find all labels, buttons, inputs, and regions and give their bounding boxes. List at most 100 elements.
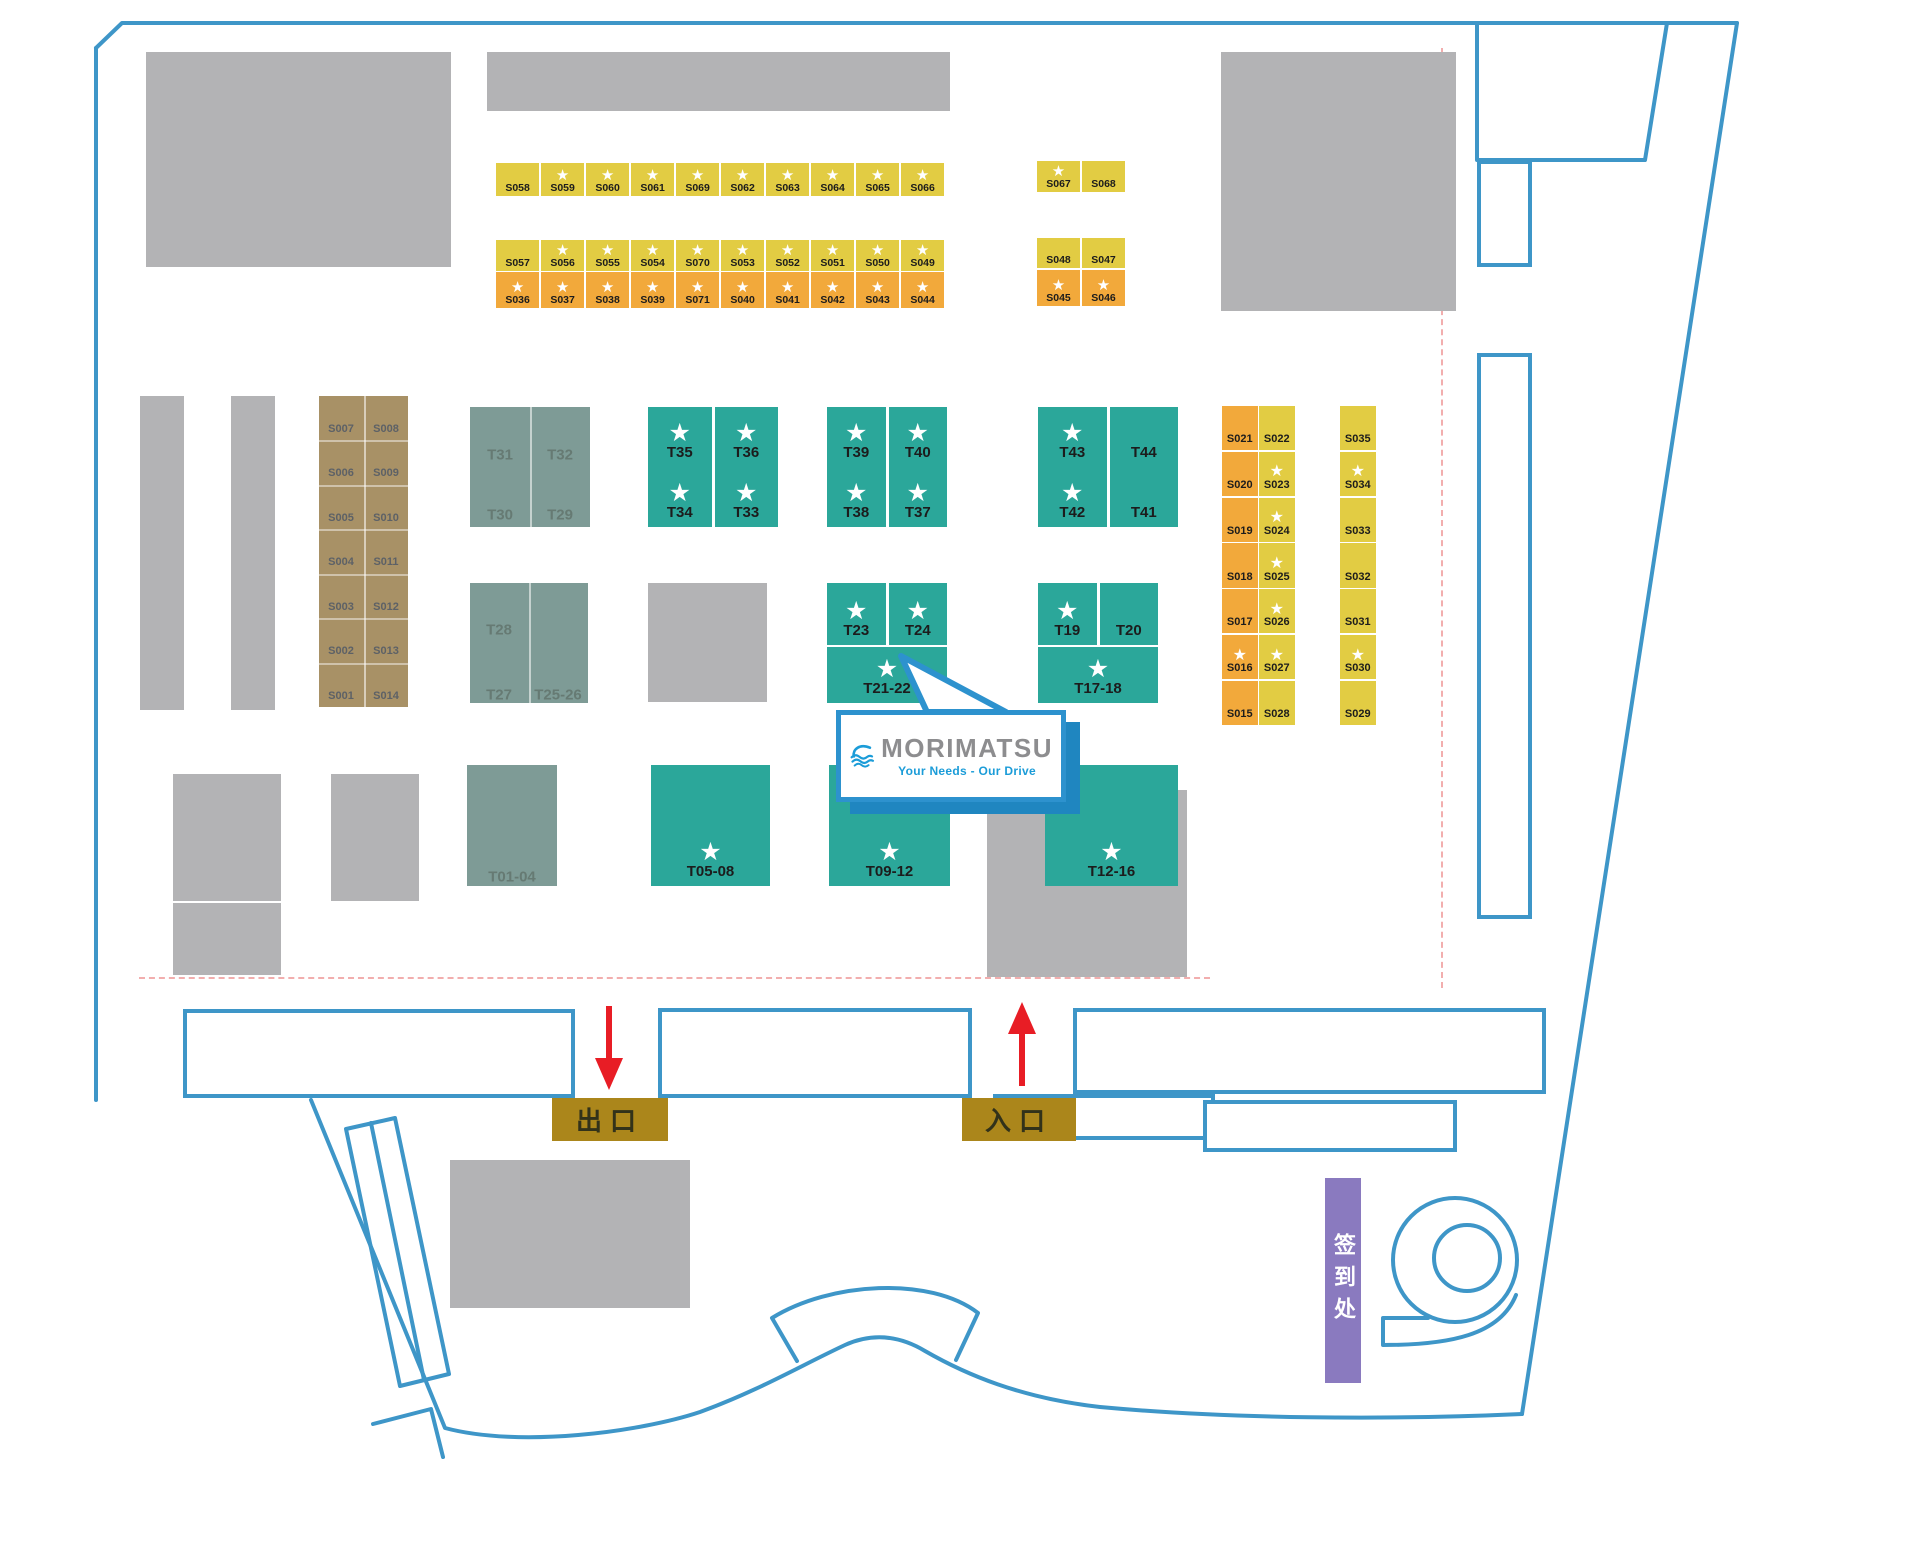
logo-wordmark: MORIMATSU [881, 732, 1053, 763]
booth-S031: S031 [1340, 589, 1376, 634]
divider [319, 440, 408, 443]
booth-label: T29 [547, 506, 573, 524]
booth-S070: ★S070 [676, 240, 720, 271]
checkin-sign: 签到处 [1325, 1178, 1361, 1383]
booth-label: T35 [666, 444, 693, 461]
star-icon: ★ [915, 166, 930, 184]
booth-label: S019 [1226, 524, 1253, 537]
booth-label: S071 [685, 293, 710, 306]
star-icon: ★ [870, 278, 885, 296]
star-icon: ★ [645, 278, 660, 296]
booth-T05-08: ★T05-08 [651, 765, 770, 886]
star-icon: ★ [510, 278, 525, 296]
outlined-room [658, 1008, 972, 1098]
booth-T39: ★T39 [827, 407, 886, 467]
booth-label: S009 [373, 467, 399, 479]
divider [319, 529, 408, 532]
star-icon: ★ [1100, 838, 1123, 866]
star-icon: ★ [915, 241, 930, 259]
booth-S042: ★S042 [811, 272, 855, 308]
booth-label: S046 [1091, 291, 1116, 304]
star-icon: ★ [1061, 419, 1084, 447]
booth-label: S032 [1344, 570, 1371, 583]
booth-panel-t-01-04: T01-04 [467, 765, 557, 886]
booth-label: S033 [1344, 524, 1371, 537]
booth-T37: ★T37 [888, 467, 947, 527]
booth-S061: ★S061 [631, 163, 675, 196]
logo-tagline: Your Needs - Our Drive [898, 763, 1036, 778]
booth-label: S066 [910, 181, 935, 194]
booth-S019: S019 [1222, 497, 1258, 542]
booth-label: S001 [328, 690, 354, 702]
star-icon: ★ [555, 241, 570, 259]
booth-label: S005 [328, 512, 354, 524]
booth-S027: ★S027 [1259, 635, 1295, 680]
booth-label: S050 [865, 256, 890, 269]
booth-S052: ★S052 [766, 240, 810, 271]
booth-label: T42 [1059, 504, 1086, 521]
star-icon: ★ [780, 278, 795, 296]
star-icon: ★ [1269, 600, 1284, 618]
booth-label: T33 [733, 504, 760, 521]
booth-label: S017 [1226, 616, 1253, 629]
booth-S033: S033 [1340, 497, 1376, 542]
booth-S051: ★S051 [811, 240, 855, 271]
star-icon: ★ [1269, 646, 1284, 664]
booth-label: T19 [1054, 622, 1081, 639]
booth-label: S021 [1226, 433, 1253, 446]
booth-label: S047 [1091, 253, 1116, 266]
booth-label: S060 [595, 181, 620, 194]
star-icon: ★ [915, 278, 930, 296]
booth-T17-18: ★T17-18 [1038, 647, 1158, 703]
booth-label: S011 [373, 556, 399, 568]
booth-label: S029 [1344, 708, 1371, 721]
booth-S029: S029 [1340, 680, 1376, 726]
star-icon: ★ [845, 597, 868, 625]
booth-label: S039 [640, 293, 665, 306]
booth-S058: S058 [496, 163, 540, 196]
star-icon: ★ [1061, 479, 1084, 507]
booth-label: S056 [550, 256, 575, 269]
checkin-sign-label: 签到处 [1331, 1232, 1356, 1329]
booth-label: S057 [505, 256, 530, 269]
booth-label: S013 [373, 645, 399, 657]
booth-T19: ★T19 [1038, 583, 1097, 645]
booth-T20: T20 [1099, 583, 1158, 645]
booth-S057: S057 [496, 240, 540, 271]
booth-label: S007 [328, 423, 354, 435]
booth-S047: S047 [1082, 238, 1125, 268]
logo-text: MORIMATSU Your Needs - Our Drive [881, 735, 1053, 778]
structure-block [331, 774, 419, 901]
morimatsu-logo-icon [850, 744, 875, 768]
horizontal-dashed-line [139, 977, 1210, 979]
booth-label: S055 [595, 256, 620, 269]
booth-label: S053 [730, 256, 755, 269]
star-icon: ★ [668, 479, 691, 507]
booth-label: T32 [547, 446, 573, 464]
booth-T34: ★T34 [648, 467, 712, 527]
booth-label: S069 [685, 181, 710, 194]
star-icon: ★ [600, 241, 615, 259]
booth-S024: ★S024 [1259, 497, 1295, 542]
booth-label: S048 [1046, 253, 1071, 266]
vertical-dashed-line [1441, 48, 1443, 988]
booth-S016: ★S016 [1222, 635, 1258, 680]
booth-T41: T41 [1109, 467, 1178, 527]
booth-label: T41 [1130, 504, 1157, 521]
booth-label: T24 [904, 622, 931, 639]
booth-S056: ★S056 [541, 240, 585, 271]
star-icon: ★ [825, 241, 840, 259]
booth-label: S044 [910, 293, 935, 306]
star-icon: ★ [780, 241, 795, 259]
booth-label: S045 [1046, 291, 1071, 304]
star-icon: ★ [690, 166, 705, 184]
booth-S060: ★S060 [586, 163, 630, 196]
exit-sign-label: 出口 [575, 1106, 644, 1136]
booth-label: S067 [1046, 177, 1071, 190]
entrance-sign: 入口 [962, 1098, 1076, 1141]
star-icon: ★ [1086, 655, 1110, 683]
booth-label: T17-18 [1074, 680, 1122, 697]
